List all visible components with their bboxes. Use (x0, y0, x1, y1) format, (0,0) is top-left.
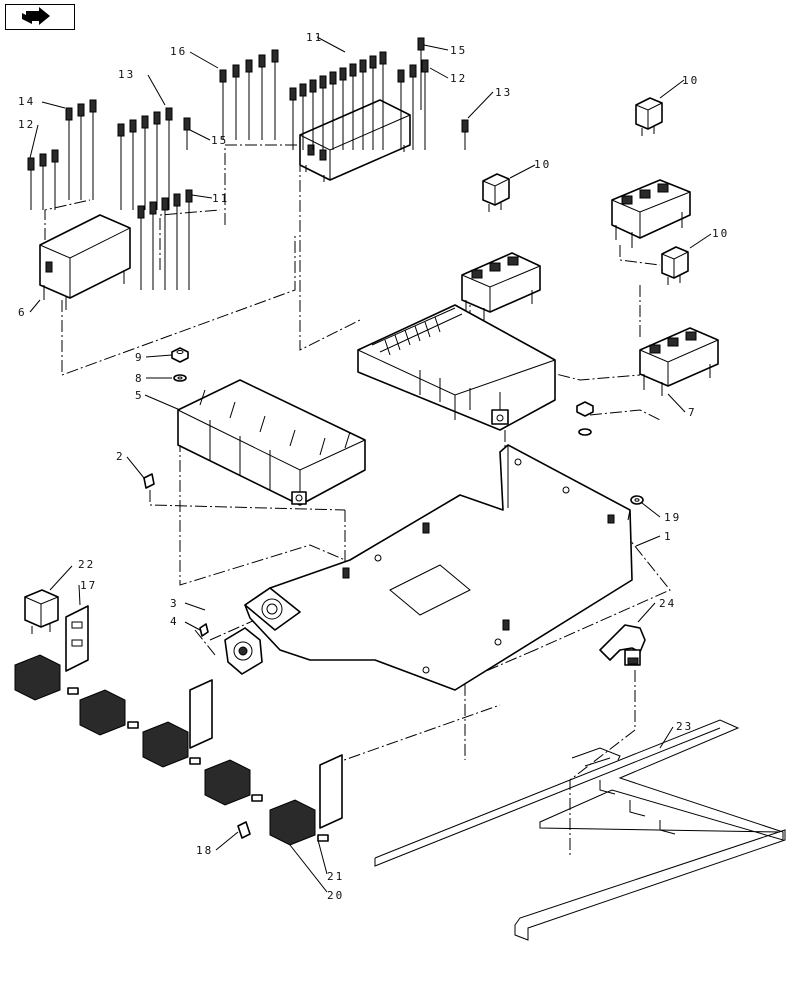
callout-7: 7 (688, 406, 697, 419)
relay-10-top-right (635, 97, 663, 136)
screw-4 (199, 623, 209, 637)
screw-2 (143, 473, 155, 489)
fuse-block-upper (299, 99, 411, 182)
callout-18: 18 (196, 844, 213, 857)
callout-22: 22 (78, 558, 95, 571)
fuse-row-11-top (289, 51, 387, 101)
fuse-single-15-top (417, 37, 425, 51)
callout-11-top: 11 (306, 31, 323, 44)
relay-10-right (661, 246, 689, 285)
callout-15-left: 15 (211, 134, 228, 147)
callout-19: 19 (664, 511, 681, 524)
relay-base-middle (461, 252, 541, 322)
callout-3: 3 (170, 597, 179, 610)
leader-lines (29, 36, 712, 893)
fuse-row-13-left (117, 107, 173, 137)
callout-14: 14 (18, 95, 35, 108)
fuse-block-6 (39, 214, 131, 310)
fuse-single-13-right (461, 119, 469, 133)
arrow-right-icon (22, 7, 50, 25)
callout-15-top: 15 (450, 44, 467, 57)
nut-9 (171, 347, 189, 363)
relay-modules-chain (14, 654, 329, 846)
callout-2: 2 (116, 450, 125, 463)
callout-17: 17 (80, 579, 97, 592)
callout-13-right: 13 (495, 86, 512, 99)
relay-base-upper-right (611, 179, 691, 248)
relay-10-middle (482, 173, 510, 212)
callout-10-top: 10 (682, 74, 699, 87)
callout-16: 16 (170, 45, 187, 58)
callout-9: 9 (135, 351, 144, 364)
fuse-pins (30, 50, 466, 290)
callout-12-left: 12 (18, 118, 35, 131)
callout-21: 21 (327, 870, 344, 883)
callout-5: 5 (135, 389, 144, 402)
wire-harness-23 (374, 719, 786, 941)
callout-13-left: 13 (118, 68, 135, 81)
washer-8 (173, 374, 187, 382)
callout-11-left: 11 (212, 192, 229, 205)
screw-18 (237, 821, 251, 839)
callout-20: 20 (327, 889, 344, 902)
callout-1: 1 (664, 530, 673, 543)
large-fuse-housing (357, 304, 556, 431)
tray-5 (177, 379, 366, 506)
callout-10-middle: 10 (534, 158, 551, 171)
callout-labels: 1 2 3 4 5 6 7 8 9 10 10 10 11 11 12 12 1… (18, 31, 729, 902)
navigation-button[interactable] (5, 4, 75, 30)
nut-19 (630, 495, 644, 505)
callout-8: 8 (135, 372, 144, 385)
relay-base-7 (639, 327, 719, 396)
nut-right (576, 401, 594, 436)
callout-23: 23 (676, 720, 693, 733)
base-plate-1 (244, 444, 633, 691)
bracket-17 (65, 605, 89, 672)
fuse-single-15-left (183, 117, 191, 131)
callout-6: 6 (18, 306, 27, 319)
brackets-chain (189, 679, 343, 829)
connector-mount (224, 587, 301, 675)
relay-22 (24, 589, 59, 634)
callout-12-right: 12 (450, 72, 467, 85)
callout-24: 24 (659, 597, 676, 610)
callout-4: 4 (170, 615, 179, 628)
callout-10-right: 10 (712, 227, 729, 240)
grommet-24 (599, 624, 646, 666)
